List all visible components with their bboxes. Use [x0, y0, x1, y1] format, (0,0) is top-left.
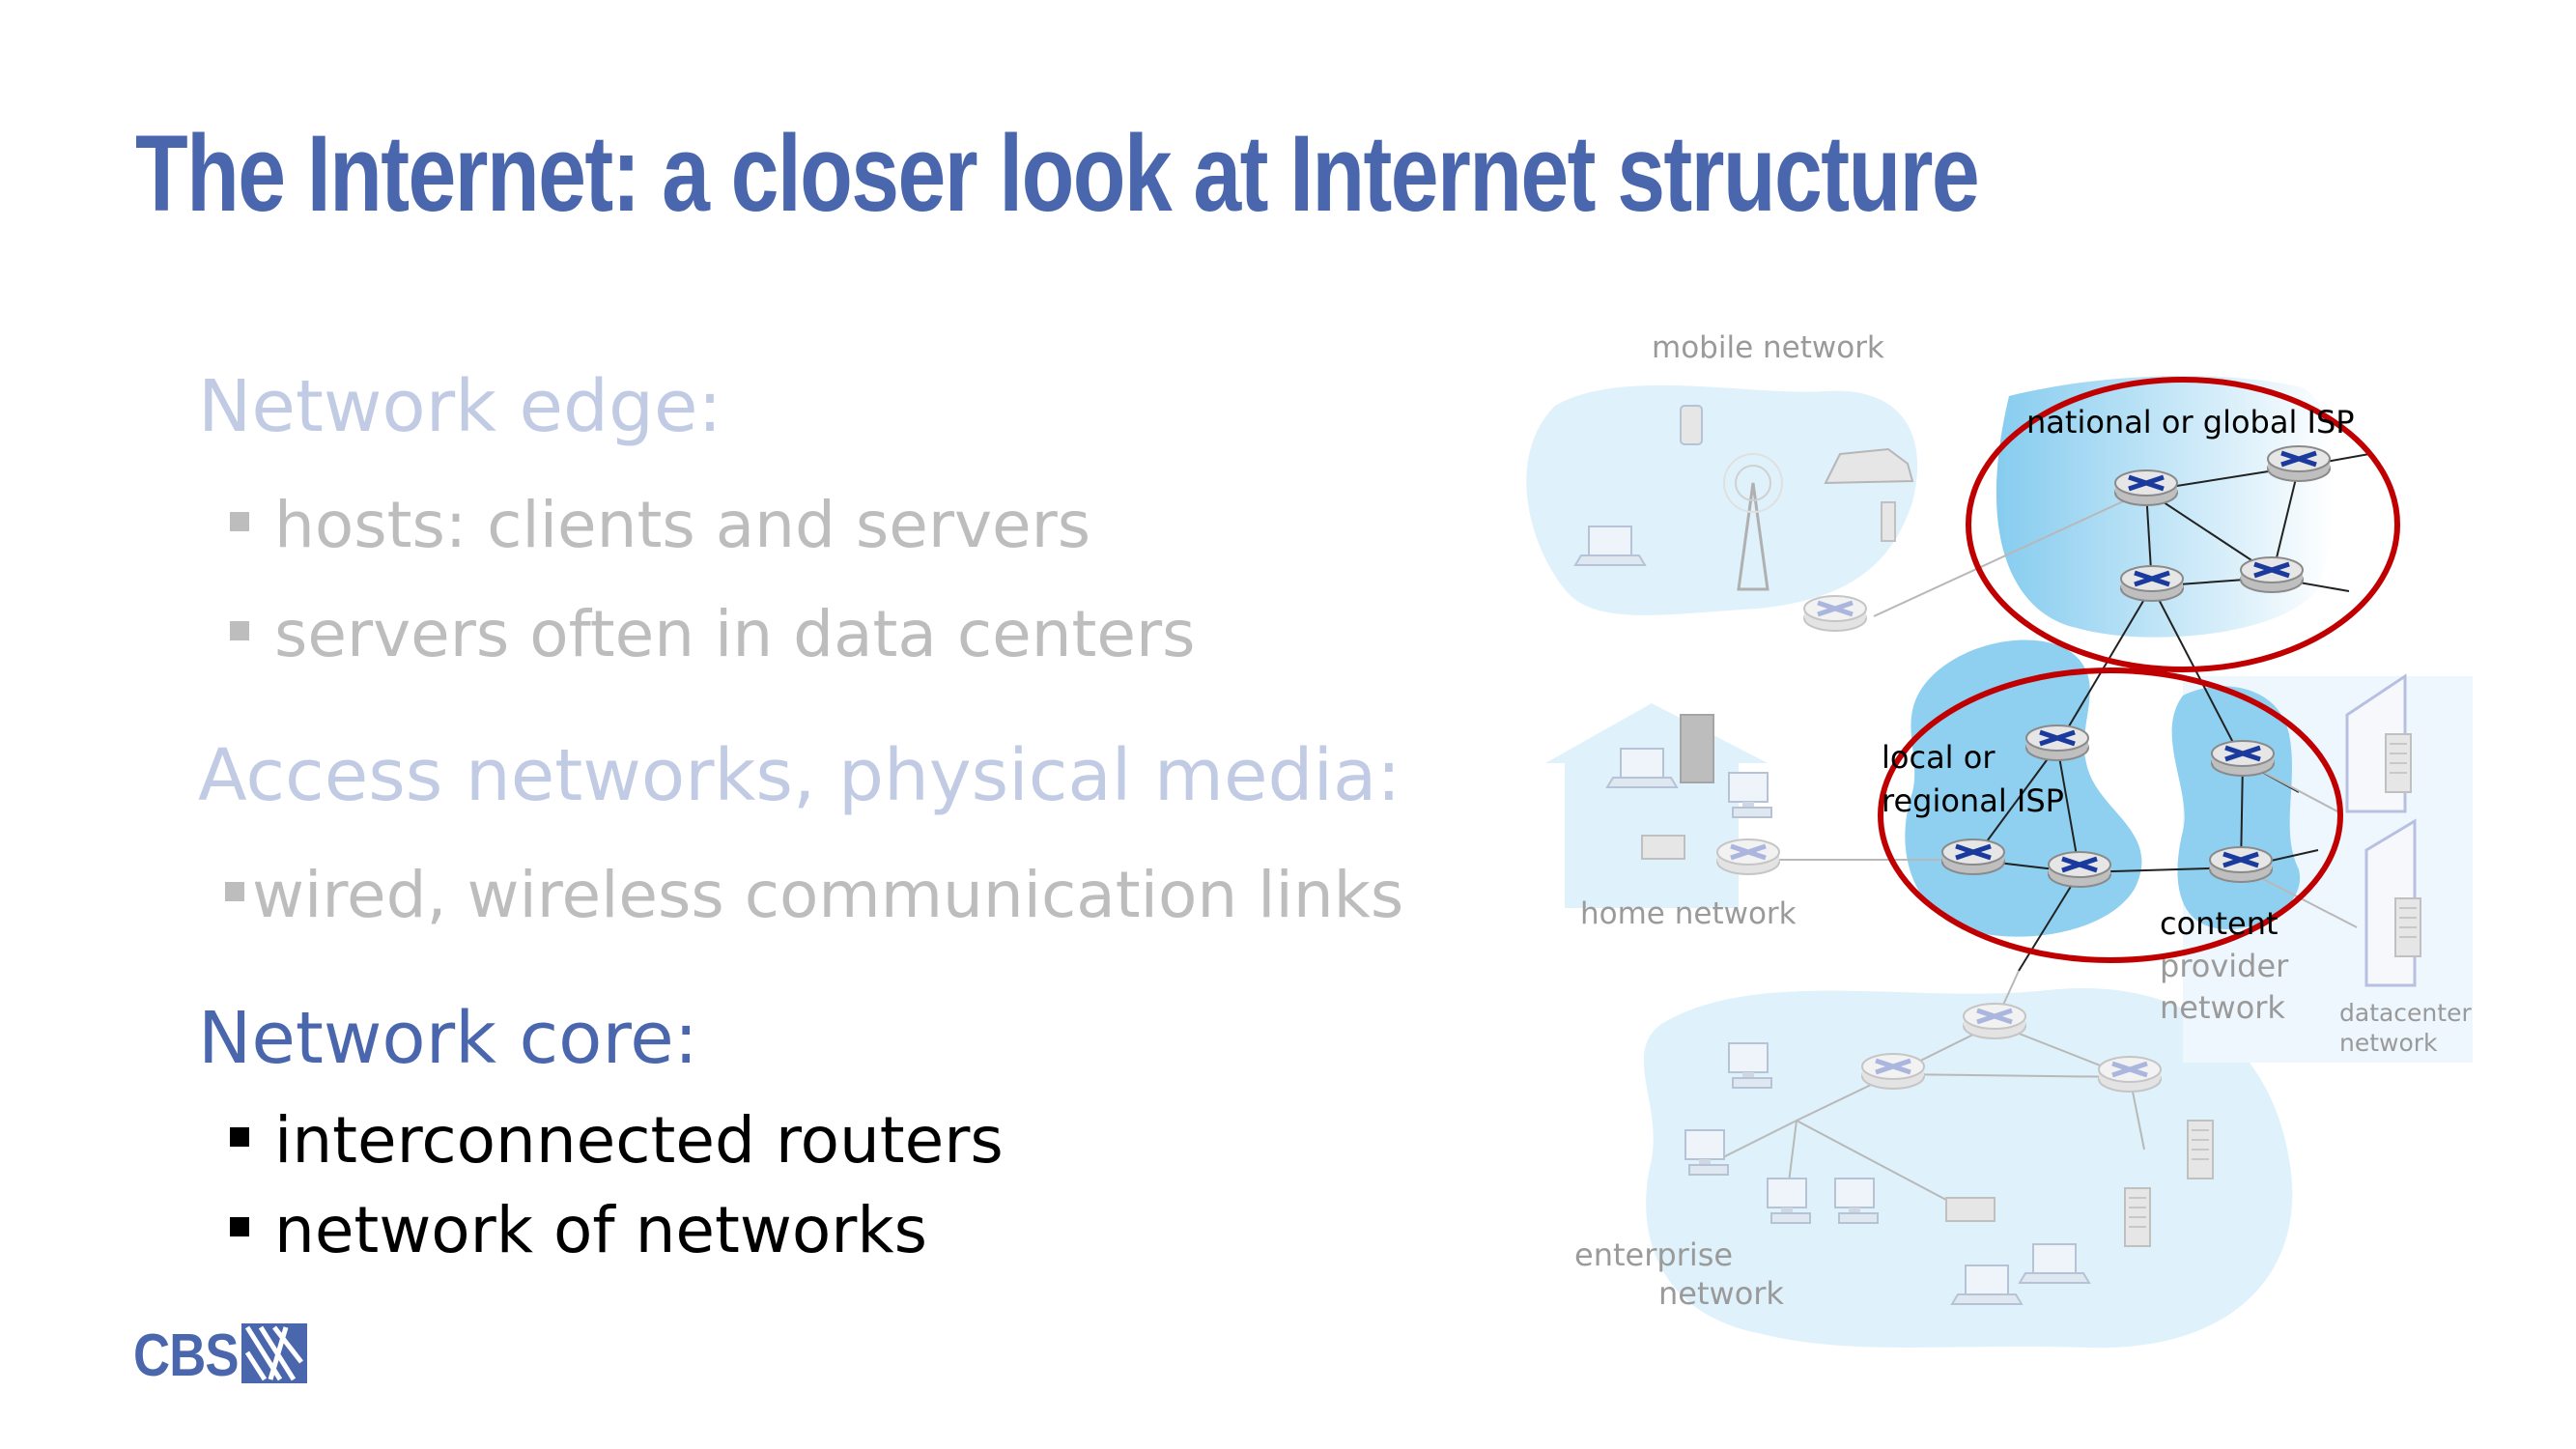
cbs-logo-icon: [241, 1323, 307, 1383]
core-bullet-2: network of networks: [230, 1193, 927, 1267]
desktop-icon: [1834, 1178, 1879, 1224]
core-heading: Network core:: [198, 997, 698, 1080]
desktop-icon: [1728, 772, 1772, 818]
desktop-icon: [1684, 1129, 1729, 1176]
bullet-square-icon: [230, 620, 249, 640]
cell-tower-icon: [1723, 453, 1783, 591]
bullet-square-icon: [230, 1216, 249, 1236]
fridge-icon: [1680, 714, 1714, 783]
wifi-router-icon: [1945, 1197, 1996, 1222]
label-datacenter-1: datacenter: [2339, 999, 2472, 1027]
logo-text: CBS: [133, 1322, 240, 1389]
car-icon: [1824, 447, 1914, 485]
edge-bullet-2: servers often in data centers: [230, 597, 1196, 671]
home-network-cloud: [1545, 703, 1768, 908]
traffic-light-icon: [1881, 501, 1896, 542]
bullet-square-icon: [225, 881, 244, 901]
server-icon: [2124, 1187, 2151, 1247]
regional-isp-highlight: [1878, 668, 2343, 963]
access-bullet-1: wired, wireless communication links: [225, 858, 1403, 932]
datacenter-building-icon: [2345, 673, 2421, 987]
desktop-icon: [1728, 1042, 1772, 1089]
edge-bullet-2-text: servers often in data centers: [274, 597, 1196, 671]
label-enterprise-1: enterprise: [1574, 1236, 1733, 1273]
label-local-isp-2: regional ISP: [1882, 782, 2064, 819]
phone-icon: [1680, 405, 1703, 445]
label-mobile-network: mobile network: [1652, 330, 1884, 365]
label-home-network: home network: [1580, 896, 1797, 931]
cbs-logo: CBS: [133, 1321, 307, 1390]
label-content-1: content: [2160, 905, 2279, 942]
access-bullet-1-text: wired, wireless communication links: [252, 858, 1404, 932]
label-content-2: provider: [2160, 948, 2289, 984]
national-isp-highlight: [1966, 377, 2400, 672]
label-national-isp: national or global ISP: [2026, 404, 2355, 440]
core-bullet-1: interconnected routers: [230, 1103, 1004, 1178]
slide-title: The Internet: a closer look at Internet …: [135, 113, 1980, 234]
core-bullet-1-text: interconnected routers: [274, 1103, 1004, 1178]
desktop-icon: [1767, 1178, 1811, 1224]
devices: [1574, 405, 2421, 1305]
wifi-router-icon: [1641, 835, 1685, 860]
mobile-network-cloud: [1526, 384, 1918, 615]
access-heading: Access networks, physical media:: [198, 734, 1401, 817]
content-provider-region: [2171, 686, 2301, 929]
bullet-square-icon: [230, 511, 249, 531]
label-datacenter-2: network: [2339, 1029, 2438, 1057]
bullet-square-icon: [230, 1126, 249, 1147]
label-content-3: network: [2160, 989, 2285, 1026]
edge-bullet-1-text: hosts: clients and servers: [274, 488, 1091, 562]
server-icon: [2187, 1120, 2214, 1179]
label-enterprise-2: network: [1658, 1275, 1784, 1312]
label-local-isp-1: local or: [1882, 739, 1996, 776]
edge-bullet-1: hosts: clients and servers: [230, 488, 1090, 562]
edge-heading: Network edge:: [198, 365, 722, 448]
core-bullet-2-text: network of networks: [274, 1193, 928, 1267]
internet-structure-diagram: mobile network national or global ISP lo…: [1526, 330, 2473, 1349]
